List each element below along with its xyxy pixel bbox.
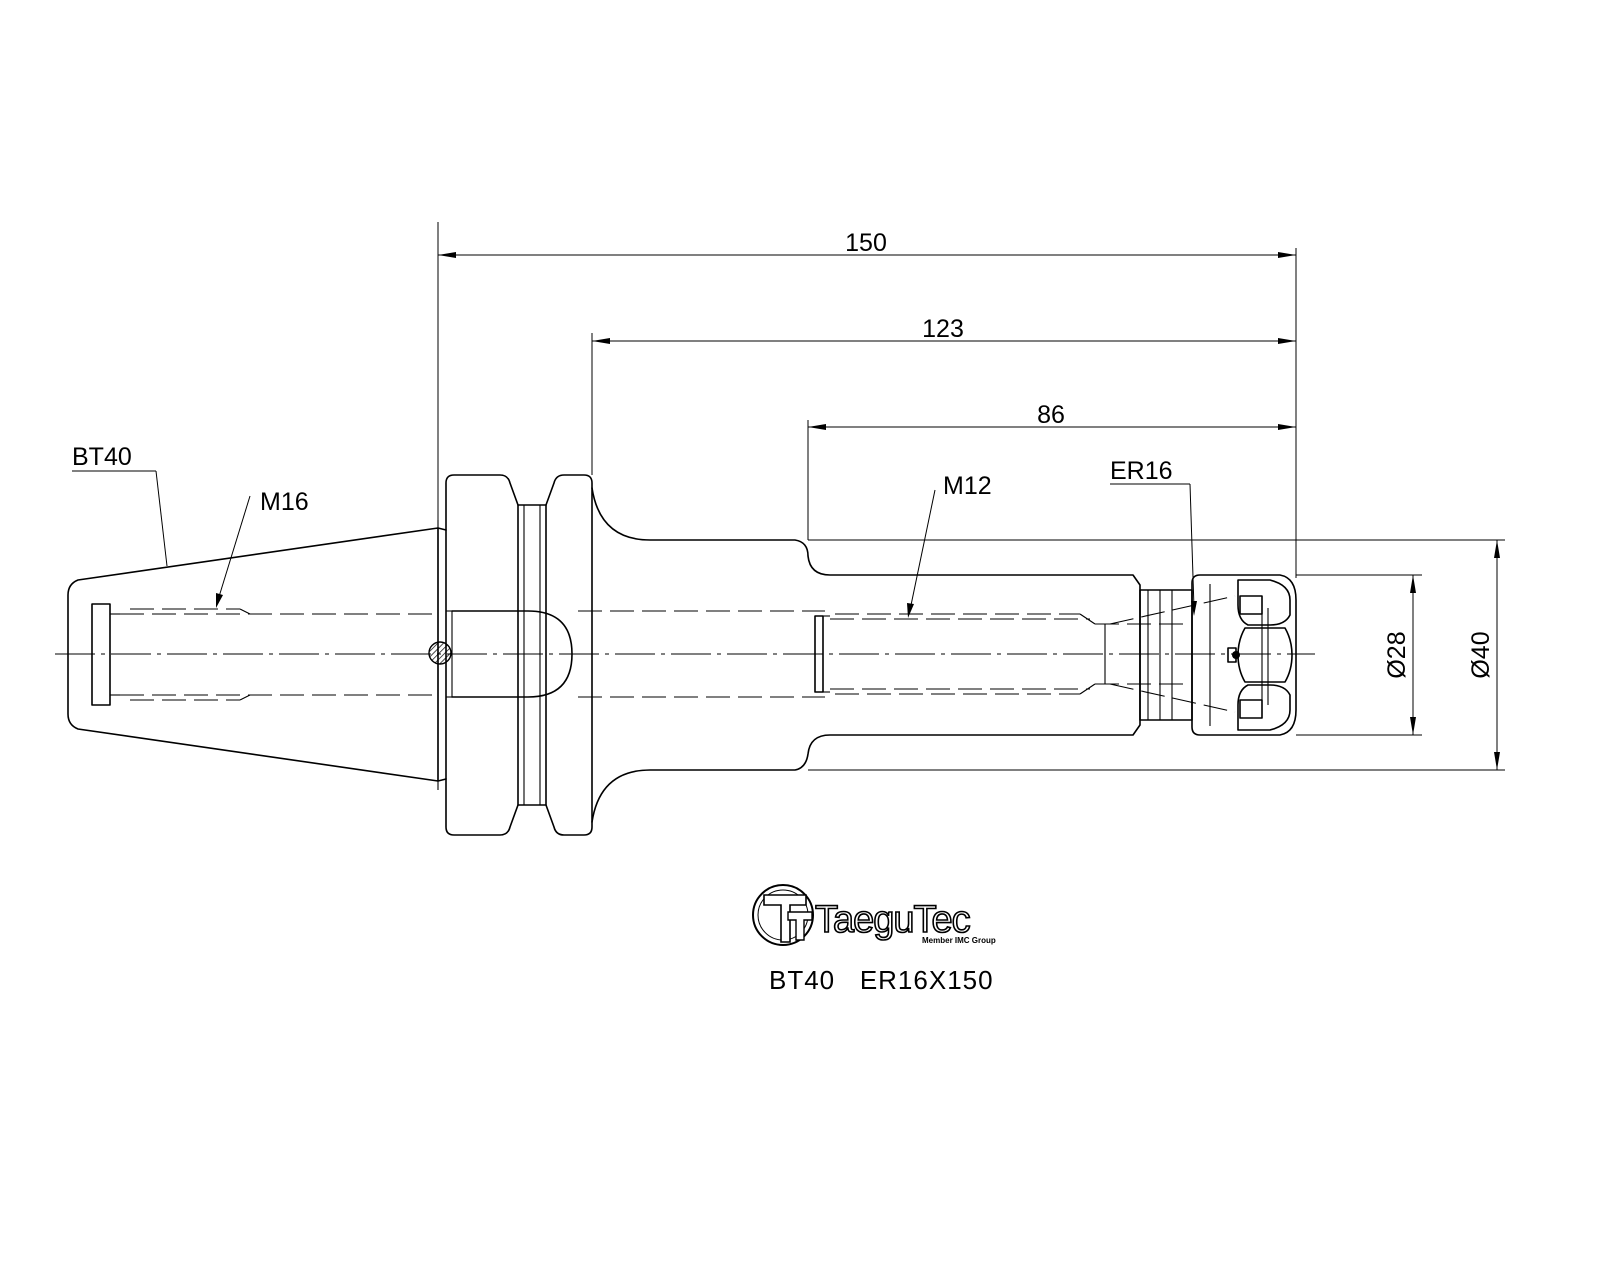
label-collet: ER16 — [1110, 457, 1173, 485]
dim-collet-dia: Ø28 — [1383, 631, 1411, 678]
logo-brand: TaeguTec — [815, 899, 970, 941]
dim-overall-length: 150 — [845, 229, 887, 257]
dim-flange-to-nose: 123 — [922, 315, 964, 343]
label-taper: BT40 — [72, 443, 132, 471]
drive-key — [428, 641, 452, 665]
logo-tagline: Member IMC Group — [922, 936, 996, 945]
taegutec-logo: TaeguTec Member IMC Group — [752, 884, 996, 946]
label-drawbar-thread: M16 — [260, 488, 309, 516]
taper-shank — [67, 520, 447, 790]
model-code: BT40 ER16X150 — [769, 965, 994, 995]
dim-body-dia: Ø40 — [1467, 631, 1495, 678]
holder-body — [578, 487, 1190, 823]
collet-nut — [1109, 574, 1297, 736]
label-adjust-thread: M12 — [943, 472, 992, 500]
flange — [445, 474, 593, 836]
leader-lines — [72, 470, 1197, 618]
dim-body-length: 86 — [1037, 401, 1065, 429]
dimension-lines — [437, 222, 1505, 771]
